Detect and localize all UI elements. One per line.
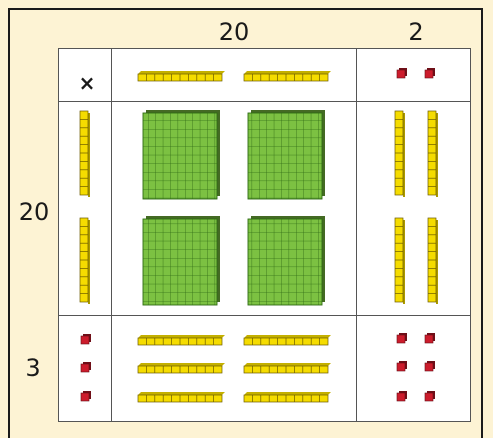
unit-cube [396,68,407,79]
column-label-ones: 2 [408,18,424,46]
ten-rod [427,217,438,304]
grid-divider-horizontal [58,315,471,316]
grid-divider-vertical [356,48,357,422]
ten-rod [243,71,331,82]
ten-rod [137,71,225,82]
hundred-square [142,216,220,306]
unit-cube [80,334,91,345]
ten-rod [243,392,331,403]
row-label-ones: 3 [25,354,41,382]
unit-cube [80,362,91,373]
column-label-tens: 20 [218,18,250,46]
unit-cube [396,391,407,402]
hundred-square [247,216,325,306]
unit-cube [424,361,435,372]
unit-cube [396,333,407,344]
outer-frame [8,8,483,438]
unit-cube [80,391,91,402]
multiplication-sign: × [78,71,96,95]
grid-divider-horizontal [58,101,471,102]
unit-cube [424,68,435,79]
unit-cube [424,333,435,344]
grid-divider-vertical [111,48,112,422]
ten-rod [394,217,405,304]
ten-rod [137,335,225,346]
hundred-square [247,110,325,200]
hundred-square [142,110,220,200]
ten-rod [137,363,225,374]
ten-rod [79,217,90,304]
unit-cube [424,391,435,402]
row-label-tens: 20 [18,198,50,226]
ten-rod [427,110,438,197]
ten-rod [79,110,90,197]
ten-rod [243,335,331,346]
ten-rod [137,392,225,403]
ten-rod [243,363,331,374]
ten-rod [394,110,405,197]
unit-cube [396,361,407,372]
